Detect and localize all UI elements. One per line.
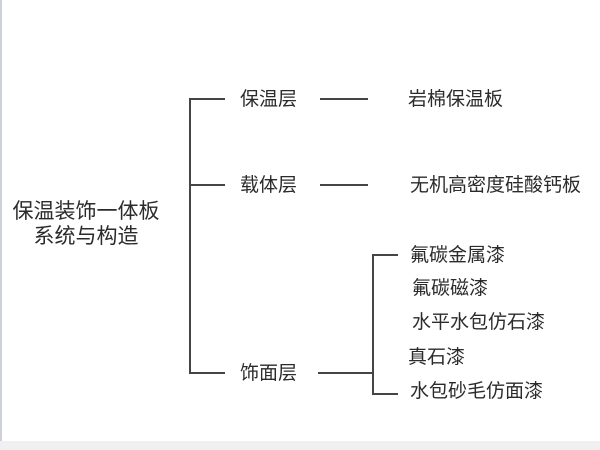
root-node-label: 保温装饰一体板 系统与构造 [0, 199, 172, 249]
left-bracket-stub-top [189, 98, 225, 100]
bottom-gray-bar [0, 441, 600, 450]
connector-insulation-layer [320, 98, 368, 100]
connector-carrier-layer [320, 184, 368, 186]
connector-finish-layer [318, 372, 374, 374]
leaf-rock-wool-board: 岩棉保温板 [408, 89, 504, 110]
leaf-fluorocarbon-metallic-paint: 氟碳金属漆 [410, 245, 506, 266]
right-bracket-stub-bottom [372, 393, 398, 395]
left-bracket-vertical-line [189, 98, 191, 374]
branch-label-finish-layer: 饰面层 [240, 363, 298, 384]
leaf-calcium-silicate-board: 无机高密度硅酸钙板 [410, 175, 582, 196]
right-bracket-vertical-line [372, 254, 374, 395]
leaf-water-in-sand-textured-paint: 水包砂毛仿面漆 [410, 381, 544, 402]
root-label-line1: 保温装饰一体板 [12, 200, 160, 223]
leaf-real-stone-paint: 真石漆 [408, 347, 466, 368]
left-bracket-stub-middle [189, 184, 225, 186]
leaf-horizontal-water-in-water-stone-paint: 水平水包仿石漆 [412, 312, 546, 333]
branch-label-insulation-layer: 保温层 [240, 89, 298, 110]
left-edge-line [0, 0, 2, 450]
branch-label-carrier-layer: 载体层 [240, 175, 298, 196]
right-bracket-stub-top [372, 254, 398, 256]
leaf-fluorocarbon-enamel: 氟碳磁漆 [412, 278, 489, 299]
root-label-line2: 系统与构造 [33, 225, 139, 248]
left-bracket-stub-bottom [189, 372, 225, 374]
